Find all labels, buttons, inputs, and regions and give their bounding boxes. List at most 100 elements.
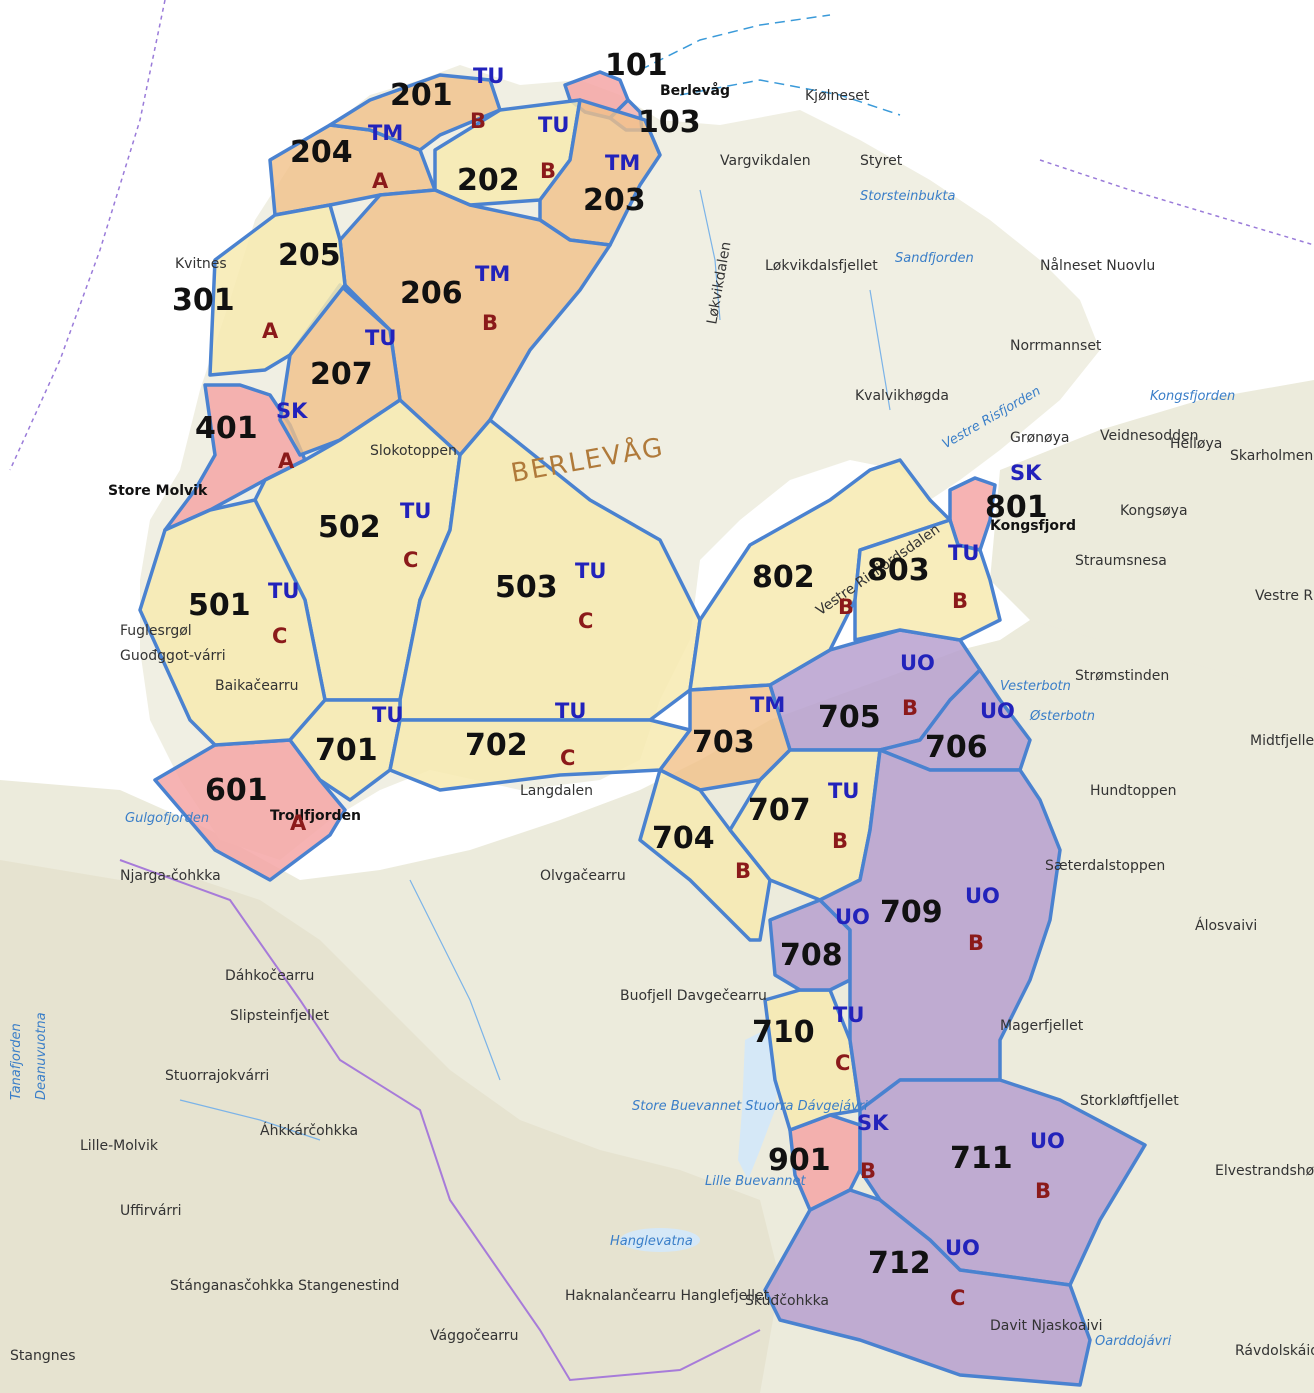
zone-id-label[interactable]: 705: [818, 700, 881, 735]
water-label: Kongsfjorden: [1150, 389, 1235, 404]
zone-code-label: TU: [372, 703, 403, 727]
zone-id-label[interactable]: 706: [925, 730, 988, 765]
place-label: Dáhkočearru: [225, 968, 314, 984]
zone-id-label[interactable]: 202: [457, 163, 520, 198]
zone-id-label[interactable]: 802: [752, 560, 815, 595]
zone-code-label: TU: [365, 326, 396, 350]
place-label: Helløya: [1170, 436, 1222, 452]
zone-code-label: UO: [835, 905, 870, 929]
place-label: Lille-Molvik: [80, 1138, 159, 1154]
water-label: Store Buevannet Stuorra Dávgejávri: [632, 1099, 868, 1114]
place-label: Davit Njaskoaivi: [990, 1318, 1103, 1334]
zone-id-label[interactable]: 704: [652, 821, 715, 856]
zone-class-label: B: [838, 595, 854, 619]
place-label: Veidnesodden: [1100, 428, 1199, 444]
zone-code-label: TU: [268, 579, 299, 603]
place-label: Stuorrajokvárri: [165, 1068, 269, 1084]
zone-id-label[interactable]: 701: [315, 733, 378, 768]
zone-803-area[interactable]: [853, 518, 1002, 642]
zone-polygons: [138, 70, 1147, 1387]
zone-code-label: SK: [276, 399, 308, 423]
zone-id-label[interactable]: 801: [985, 490, 1048, 525]
place-label: Berlevåg: [660, 82, 730, 99]
zone-code-label: TU: [833, 1003, 864, 1027]
zone-id-label[interactable]: 201: [390, 78, 453, 113]
zone-id-label[interactable]: 501: [188, 588, 251, 623]
zone-id-label[interactable]: 711: [950, 1141, 1013, 1176]
zone-id-label[interactable]: 710: [752, 1015, 815, 1050]
zone-id-label[interactable]: 103: [638, 105, 701, 140]
zone-id-label[interactable]: 803: [867, 553, 930, 588]
zone-class-label: B: [952, 589, 968, 613]
zone-709-area[interactable]: [818, 748, 1062, 1112]
zone-class-label: B: [735, 859, 751, 883]
zone-703-area[interactable]: [658, 683, 792, 792]
zone-206-area[interactable]: [338, 188, 612, 457]
water-label: Gulgofjorden: [125, 811, 209, 826]
river: [179, 189, 891, 1141]
land-east: [990, 380, 1314, 700]
zone-code-label: SK: [1010, 461, 1042, 485]
zone-class-label: B: [470, 109, 486, 133]
zone-id-label[interactable]: 101: [605, 48, 668, 83]
zone-id-label[interactable]: 502: [318, 510, 381, 545]
place-label: Skarholmen: [1230, 448, 1313, 464]
zone-id-label[interactable]: 205: [278, 238, 341, 273]
place-label: Skuđčohkka: [745, 1293, 829, 1309]
zone-id-label[interactable]: 401: [195, 411, 258, 446]
zone-901-area[interactable]: [788, 1113, 862, 1212]
zone-class-label: B: [832, 829, 848, 853]
zone-id-label[interactable]: 901: [768, 1143, 831, 1178]
zone-class-label: A: [278, 449, 295, 473]
zone-id-label[interactable]: 703: [692, 725, 755, 760]
place-label: Álosvaivi: [1195, 917, 1257, 934]
place-label: Straumsnesa: [1075, 553, 1167, 569]
water-label: Østerbotn: [1029, 709, 1095, 724]
zone-class-label: A: [372, 169, 389, 193]
zone-class-label: C: [835, 1051, 850, 1075]
place-label: Elvestrandshøgda: [1215, 1163, 1314, 1179]
zone-704-area[interactable]: [638, 768, 772, 942]
place-label: Midtfjellet Guovdu: [1250, 733, 1314, 749]
zone-id-label[interactable]: 204: [290, 135, 353, 170]
zone-class-label: B: [860, 1159, 876, 1183]
zone-id-label[interactable]: 707: [748, 793, 811, 828]
water-label: Vesterbotn: [1000, 679, 1071, 694]
zone-code-label: TU: [575, 559, 606, 583]
place-label: Styret: [860, 153, 903, 169]
place-label: Kvalvikhøgda: [855, 388, 949, 404]
zone-code-label: UO: [965, 884, 1000, 908]
zone-id-label[interactable]: 503: [495, 570, 558, 605]
zone-class-label: B: [902, 696, 918, 720]
sea-boundary: [639, 14, 901, 116]
zone-code-label: TM: [368, 121, 403, 145]
zone-id-label[interactable]: 709: [880, 895, 943, 930]
zone-id-label[interactable]: 712: [868, 1246, 931, 1281]
water-label: Storsteinbukta: [860, 189, 955, 204]
zone-id-label[interactable]: 206: [400, 276, 463, 311]
zone-code-label: UO: [980, 699, 1015, 723]
zone-id-label[interactable]: 203: [583, 183, 646, 218]
zone-711-area[interactable]: [858, 1078, 1147, 1287]
place-label: Slokotoppen: [370, 443, 457, 459]
zone-712-area[interactable]: [763, 1188, 1092, 1387]
place-label: Nålneset Nuovlu: [1040, 257, 1155, 274]
zone-id-label[interactable]: 702: [465, 728, 528, 763]
lake-hanglevatna: [620, 1228, 700, 1252]
zone-code-label: TU: [473, 64, 504, 88]
zone-id-label[interactable]: 301: [172, 283, 235, 318]
zone-id-label[interactable]: 708: [780, 938, 843, 973]
zone-id-label[interactable]: 207: [310, 357, 373, 392]
zone-205-area[interactable]: [208, 203, 347, 377]
place-label: Kvitnes: [175, 256, 227, 272]
place-label: Langdalen: [520, 783, 593, 799]
zone-code-label: TM: [750, 693, 785, 717]
zone-class-label: B: [968, 931, 984, 955]
place-label: Guođggot-várri: [120, 648, 226, 664]
place-label: Strømstinden: [1075, 668, 1169, 684]
zone-id-label[interactable]: 601: [205, 773, 268, 808]
zone-class-label: A: [262, 319, 279, 343]
place-label: Store Molvik: [108, 483, 208, 499]
zone-code-label: TU: [555, 699, 586, 723]
